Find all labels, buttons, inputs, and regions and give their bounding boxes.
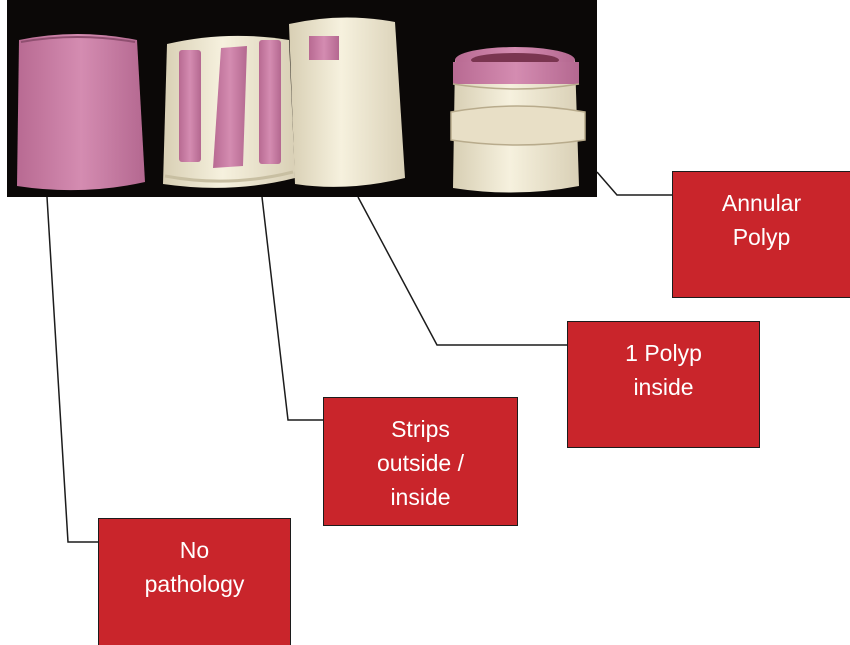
label-no-pathology-line-1: No [180, 533, 209, 567]
label-annular-polyp: Annular Polyp [672, 171, 850, 298]
label-one-polyp: 1 Polyp inside [567, 321, 760, 448]
label-strips: Strips outside / inside [323, 397, 518, 526]
label-strips-line-2: outside / [377, 446, 464, 480]
label-one-polyp-line-2: inside [633, 370, 693, 404]
leader-line-strips [262, 197, 323, 420]
label-strips-line-1: Strips [391, 412, 450, 446]
label-one-polyp-line-1: 1 Polyp [625, 336, 702, 370]
label-strips-line-3: inside [390, 480, 450, 514]
leader-line-annular [597, 172, 672, 195]
label-annular-line-2: Polyp [733, 220, 791, 254]
leader-line-one-polyp [358, 197, 567, 345]
label-annular-line-1: Annular [722, 186, 801, 220]
label-no-pathology: No pathology [98, 518, 291, 645]
label-no-pathology-line-2: pathology [145, 567, 245, 601]
leader-line-no-pathology [47, 197, 98, 542]
